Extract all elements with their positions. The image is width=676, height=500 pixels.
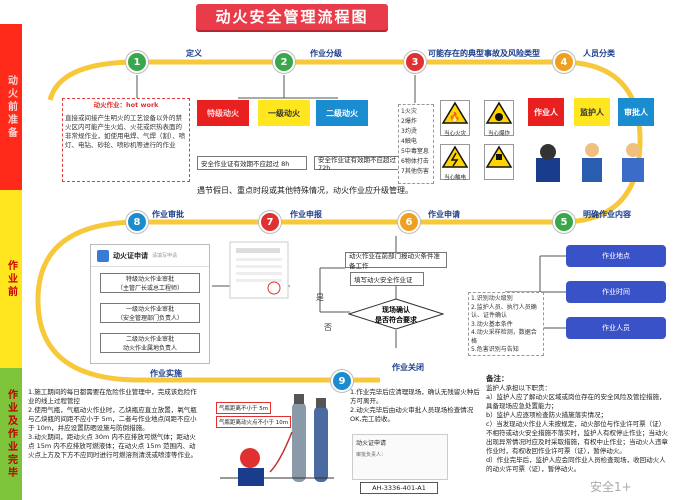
- decision-no: 否: [324, 323, 332, 332]
- approval-special: 特级动火作业审批 （主管厂长或总工程师）: [100, 273, 200, 293]
- validity-72h: 安全作业证有效期不应超过 72h: [314, 156, 400, 172]
- step-node-1: 1: [126, 51, 148, 73]
- step-node-6: 6: [398, 211, 420, 233]
- cylinder-label-10m: 气瓶距离动火点不小于 10m: [216, 416, 292, 428]
- definition-heading: 动火作业：hot work: [93, 101, 159, 109]
- watermark: 安全1+: [590, 480, 632, 494]
- level-first: 一级动火: [258, 100, 310, 126]
- apply-fill-permit: 填写动火安全作业证: [350, 272, 424, 286]
- role-worker: 作业人: [528, 98, 564, 126]
- upgrade-note: 遇节假日、重点时段或其他特殊情况，动火作业应升级管理。: [197, 186, 413, 195]
- step-label-approval: 作业审批: [152, 210, 184, 219]
- approval-first: 一级动火作业审批 （安全管理部门负责人）: [100, 303, 200, 323]
- apply-prep-box: 动火作业在前部门报动火条件准备工作: [345, 252, 447, 270]
- band-pre-work: 作业前: [0, 190, 22, 368]
- cylinder-label-5m: 气瓶距离不小于 5m: [216, 402, 272, 414]
- level-second: 二级动火: [316, 100, 368, 126]
- step-node-8: 8: [126, 211, 148, 233]
- validity-8h: 安全作业证有效期不应超过 8h: [197, 156, 307, 170]
- electric-shock-sign: 当心触电: [440, 144, 470, 181]
- closing-text: 1.作业完毕后应清理现场，确认无残留火种后方可离开。 2.动火完毕后由动火审批人…: [350, 388, 480, 423]
- step-label-risk-types: 可能存在的典型事故及风险类型: [428, 49, 540, 58]
- approval-card-sub: 请填写申请: [152, 253, 178, 259]
- step-label-content: 明确作业内容: [583, 210, 631, 219]
- step-node-3: 3: [404, 51, 426, 73]
- welder-figures: [536, 143, 644, 182]
- application-form-image: [229, 241, 289, 299]
- step-node-9: 9: [331, 370, 353, 392]
- step-label-definition: 定义: [186, 49, 202, 58]
- pill-location: 作业地点: [566, 245, 666, 267]
- closing-doc-title: 动火证申请: [356, 440, 387, 447]
- approval-panel: 动火证申请 请填写申请 特级动火作业审批 （主管厂长或总工程师） 一级动火作业审…: [90, 244, 210, 364]
- step-label-personnel: 人员分类: [583, 49, 615, 58]
- pill-personnel: 作业人员: [566, 317, 666, 339]
- page-title: 动火安全管理流程图: [196, 4, 388, 30]
- decision-diamond: 现场确认 是否符合要求: [348, 298, 444, 330]
- document-icon: [97, 249, 109, 262]
- definition-text: 直接或间接产生明火的工艺设备以外的禁火区内可能产生火焰、火花或炽热表面的非常规作…: [65, 114, 186, 149]
- role-approver: 审批人: [618, 98, 654, 126]
- definition-box: 动火作业：hot work 直接或间接产生明火的工艺设备以外的禁火区内可能产生火…: [62, 98, 190, 182]
- implementation-text: 1.施工期间的每日都需要在危险作业管理中，完成该危险作业的线上过程管控 2.使用…: [28, 388, 197, 459]
- decision-yes: 是: [316, 293, 324, 302]
- approval-second: 二级动火作业审批 动火作业属地负责人: [100, 333, 200, 353]
- fire-warning-sign: 🔥 当心火灾: [440, 100, 470, 137]
- band-work-completion: 作业及作业完毕: [0, 368, 22, 500]
- approval-card-title: 动火证申请: [113, 251, 148, 260]
- explosion-warning-sign: 当心爆炸: [484, 100, 514, 137]
- notes-title: 备注：: [486, 374, 509, 383]
- svg-text:🔥: 🔥: [449, 111, 460, 123]
- approval-card-header: 动火证申请 请填写申请: [91, 245, 209, 267]
- band-preparation: 动火前准备: [0, 24, 22, 190]
- role-guardian: 监护人: [574, 98, 610, 126]
- step-label-implementation: 作业实施: [150, 369, 182, 378]
- step-node-4: 4: [553, 51, 575, 73]
- svg-text:现场确认: 现场确认: [382, 305, 411, 314]
- falling-object-sign: [484, 144, 514, 180]
- gas-cylinder-illustration: [220, 394, 334, 486]
- step-node-2: 2: [273, 51, 295, 73]
- step-node-7: 7: [259, 211, 281, 233]
- step-label-closing: 作业关闭: [392, 363, 424, 372]
- step-label-declaration: 作业申报: [290, 210, 322, 219]
- step-node-5: 5: [553, 211, 575, 233]
- svg-text:是否符合要求: 是否符合要求: [374, 315, 418, 324]
- step-label-grading: 作业分级: [310, 49, 342, 58]
- closing-doc-line: 审批负责人：: [356, 452, 387, 458]
- step-label-application: 作业申请: [428, 210, 460, 219]
- pill-time: 作业时间: [566, 281, 666, 303]
- closing-document: 动火证申请 审批负责人：: [352, 434, 448, 480]
- level-special: 特级动火: [197, 100, 249, 126]
- closing-doc-code: AH-3336-401-A1: [360, 482, 438, 494]
- notes-text: 监护人承担以下职责： a）监护人应了解动火区域或岗位存在的安全风险及管控措施，具…: [486, 384, 668, 473]
